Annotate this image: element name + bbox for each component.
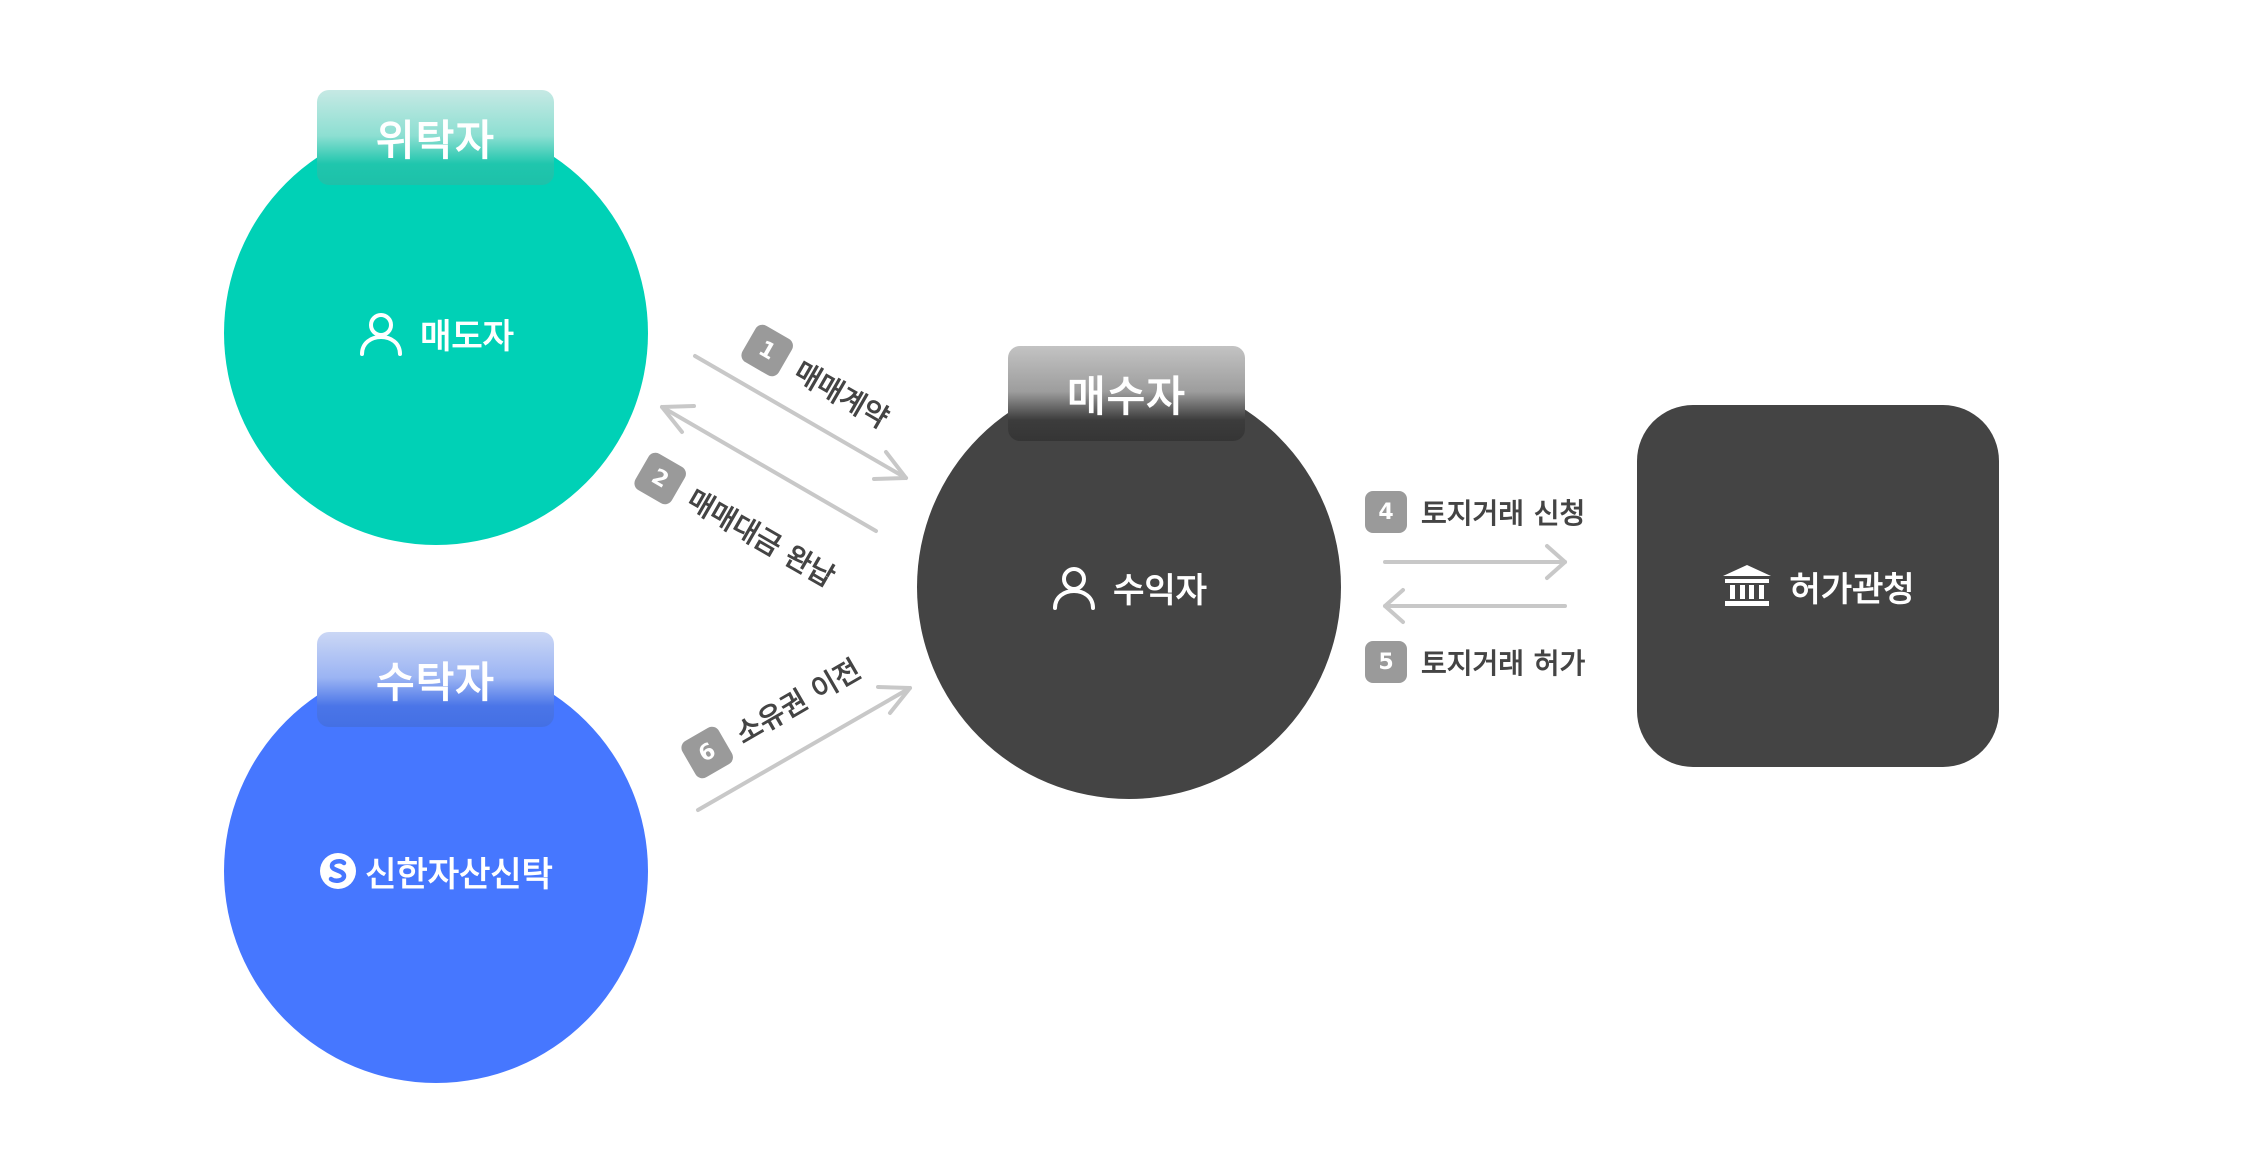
arrow-land-permission <box>1383 588 1567 624</box>
seller-node: 매도자 <box>224 121 648 545</box>
consignor-tag: 위탁자 <box>317 90 554 185</box>
arrow-payment <box>660 404 878 533</box>
arrow-contract <box>693 354 908 481</box>
arrow-land-application <box>1383 544 1567 580</box>
step-badge: 5 <box>1365 641 1407 683</box>
step-label: 토지거래 허가 <box>1421 647 1586 680</box>
step-5-land-permission: 5 토지거래 허가 <box>1365 641 1585 683</box>
authority-node: 허가관청 <box>1637 405 1999 767</box>
buyer-label-text: 수익자 <box>1113 570 1207 611</box>
trustee-label: 신한자산신탁 <box>319 847 553 896</box>
person-icon <box>358 310 404 356</box>
authority-label: 허가관청 <box>1721 562 1915 611</box>
bank-icon <box>1721 563 1773 609</box>
step-label: 토지거래 신청 <box>1421 497 1586 530</box>
trustee-label-text: 신한자산신탁 <box>365 854 553 895</box>
seller-label: 매도자 <box>358 309 514 358</box>
seller-label-text: 매도자 <box>420 316 514 357</box>
trustee-tag: 수탁자 <box>317 632 554 727</box>
arrow-ownership-transfer <box>696 685 912 812</box>
step-badge: 4 <box>1365 491 1407 533</box>
authority-label-text: 허가관청 <box>1789 569 1915 610</box>
trustee-node: 신한자산신탁 <box>224 659 648 1083</box>
step-4-land-application: 4 토지거래 신청 <box>1365 491 1585 533</box>
buyer-tag: 매수자 <box>1008 346 1245 441</box>
person-icon <box>1051 564 1097 610</box>
shinhan-logo-icon <box>319 852 357 890</box>
buyer-label: 수익자 <box>1051 563 1207 612</box>
buyer-node: 수익자 <box>917 375 1341 799</box>
